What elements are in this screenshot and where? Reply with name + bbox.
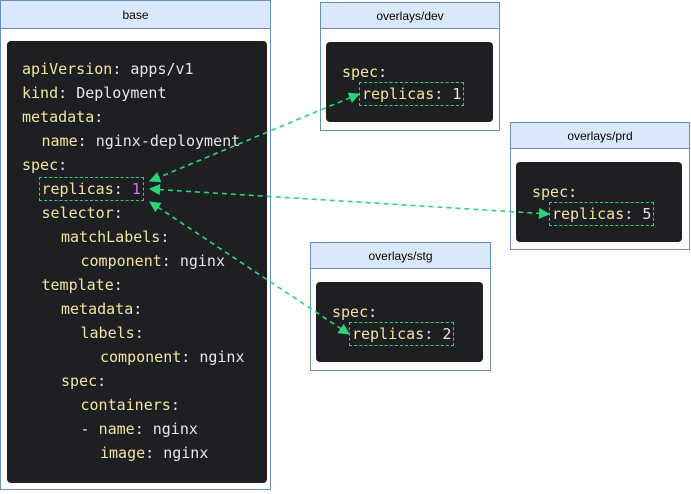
base-code-line: spec: [61,372,107,390]
overlay-prd-title: overlays/prd [511,123,689,149]
overlay-dev-spec-line: spec: [342,63,388,81]
base-code-line: replicas: 1 [38,177,144,201]
base-panel-title: base [1,1,270,29]
overlay-stg-title: overlays/stg [311,243,490,269]
overlay-dev-title: overlays/dev [321,3,499,29]
base-code-line: component: nginx [80,252,226,270]
base-code-line: name: nginx-deployment [41,132,241,150]
overlay-stg-replicas-highlight: replicas: 2 [348,322,455,346]
base-code-line: labels: [80,324,144,342]
overlay-dev-replicas-highlight: replicas: 1 [358,82,465,106]
base-code-line: template: [41,276,123,294]
overlay-dev-replicas-line: replicas: 1 [358,82,465,106]
base-code-line: component: nginx [100,348,245,366]
base-code-line: spec: [22,156,68,174]
overlay-prd-panel: overlays/prd [510,122,690,250]
base-code-line: selector: [41,204,123,222]
overlay-stg-spec-line: spec: [332,303,378,321]
base-replicas-highlight: replicas: 1 [38,177,144,201]
base-code-line: image: nginx [100,444,209,462]
base-code-line: metadata: [61,300,143,318]
base-code-line: matchLabels: [61,228,170,246]
overlay-prd-spec-line: spec: [532,183,578,201]
base-code-line: metadata: [22,108,104,126]
base-code-line: apiVersion: apps/v1 [22,60,194,78]
base-code-line: - name: nginx [80,420,198,438]
overlay-prd-replicas-highlight: replicas: 5 [548,202,655,226]
base-code-line: containers: [80,396,180,414]
overlay-prd-replicas-line: replicas: 5 [548,202,655,226]
overlay-stg-replicas-line: replicas: 2 [348,322,455,346]
base-code-line: kind: Deployment [22,84,167,102]
